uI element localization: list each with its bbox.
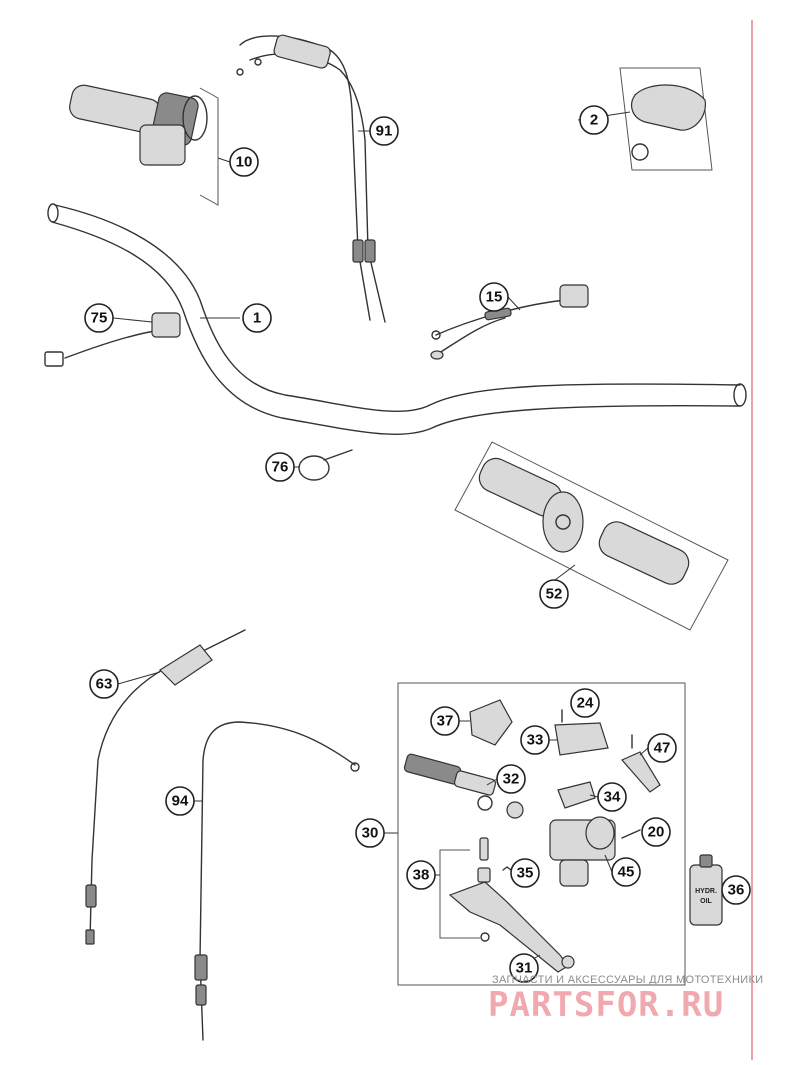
callout-35-label: 35 — [517, 865, 534, 882]
callout-37-label: 37 — [437, 713, 454, 730]
callout-91-label: 91 — [376, 123, 393, 140]
watermark-tagline: ЗАПЧАСТИ И АКСЕССУАРЫ ДЛЯ МОТОТЕХНИКИ — [492, 974, 763, 986]
callout-24: 24 — [570, 688, 600, 718]
hot-start-cable — [85, 629, 246, 945]
brake-assembly-group — [397, 682, 686, 986]
callout-38-label: 38 — [413, 867, 430, 884]
callout-32: 32 — [496, 764, 526, 794]
callout-47: 47 — [647, 733, 677, 763]
callout-34-label: 34 — [604, 789, 621, 806]
callout-35: 35 — [510, 858, 540, 888]
callout-32-label: 32 — [503, 771, 520, 788]
callout-30-label: 30 — [362, 825, 379, 842]
throttle-grip-assembly — [69, 84, 219, 206]
callout-38: 38 — [406, 860, 436, 890]
callout-34: 34 — [597, 782, 627, 812]
callout-75: 75 — [84, 303, 114, 333]
callout-36-label: 36 — [728, 882, 745, 899]
callout-76-label: 76 — [272, 459, 289, 476]
callout-2: 2 — [579, 105, 609, 135]
callout-20: 20 — [641, 817, 671, 847]
callout-31: 31 — [509, 953, 539, 983]
callout-63: 63 — [89, 669, 119, 699]
callout-1: 1 — [242, 303, 272, 333]
callout-15-label: 15 — [486, 289, 503, 306]
callout-36: 36 — [721, 875, 751, 905]
callout-45: 45 — [611, 857, 641, 887]
callout-33: 33 — [520, 725, 550, 755]
callout-75-label: 75 — [91, 310, 108, 327]
cable-tie — [298, 449, 353, 481]
oil-bottle-label-1: HYDR. — [695, 888, 717, 895]
watermark: ЗАПЧАСТИ И АКСЕССУАРЫ ДЛЯ МОТОТЕХНИКИ PA… — [488, 974, 763, 1025]
brake-fluid-bottle: HYDR. OIL — [689, 854, 723, 926]
callout-20-label: 20 — [648, 824, 665, 841]
callout-76: 76 — [265, 452, 295, 482]
callout-33-label: 33 — [527, 732, 544, 749]
callout-52-label: 52 — [546, 586, 563, 603]
callout-2-label: 2 — [590, 112, 598, 129]
callout-45-label: 45 — [618, 864, 635, 881]
callout-10-label: 10 — [236, 154, 253, 171]
callout-63-label: 63 — [96, 676, 113, 693]
callout-31-label: 31 — [516, 960, 533, 977]
oil-bottle-label-2: OIL — [700, 898, 712, 905]
callout-94: 94 — [165, 786, 195, 816]
clutch-cable — [194, 721, 360, 1041]
handlebar — [47, 203, 747, 435]
grip-set — [454, 441, 729, 631]
callout-30: 30 — [355, 818, 385, 848]
callout-91: 91 — [369, 116, 399, 146]
callout-52: 52 — [539, 579, 569, 609]
throttle-cables — [236, 34, 386, 323]
callout-15: 15 — [479, 282, 509, 312]
callout-10: 10 — [229, 147, 259, 177]
callout-37: 37 — [430, 706, 460, 736]
callout-24-label: 24 — [577, 695, 594, 712]
callout-94-label: 94 — [172, 793, 189, 810]
kill-switch — [44, 312, 181, 367]
switch-right — [430, 284, 589, 360]
cap-part — [619, 67, 713, 171]
watermark-brand: PARTSFOR.RU — [488, 985, 724, 1025]
callout-1-label: 1 — [253, 310, 261, 327]
callout-47-label: 47 — [654, 740, 671, 757]
